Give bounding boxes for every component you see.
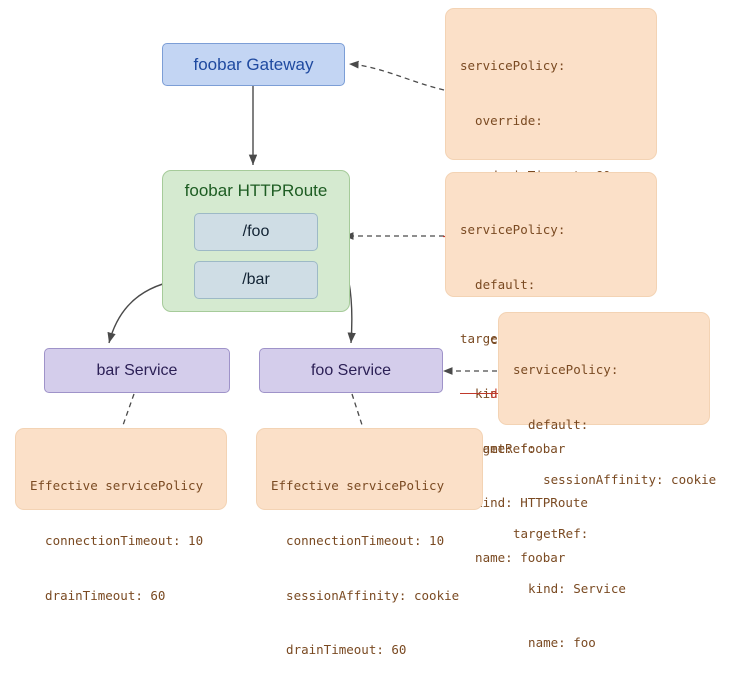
httproute-group[interactable]: foobar HTTPRoute /foo /bar (162, 170, 350, 312)
policy-line: kind: Service (513, 580, 626, 596)
effective-policy-line: connectionTimeout: 10 (30, 533, 204, 549)
policy-line: servicePolicy: (460, 58, 566, 74)
policy-box-service[interactable]: servicePolicy: default: sessionAffinity:… (498, 312, 716, 650)
diagram-canvas: foobar HTTPRoute /foo /bar foobar Gatewa… (15, 8, 716, 657)
rule-foo[interactable]: /foo (194, 213, 318, 251)
policy-line: kind: HTTPRoute (460, 495, 588, 511)
node-bar-service[interactable]: bar Service (44, 348, 230, 393)
node-bar-service-label: bar Service (96, 361, 178, 379)
policy-line: name: foo (513, 635, 596, 651)
node-gateway[interactable]: foobar Gateway (162, 43, 345, 86)
policy-box-gateway[interactable]: servicePolicy: override: drainTimeout: 6… (445, 8, 657, 456)
rule-bar[interactable]: /bar (194, 261, 318, 299)
policy-line: default: (513, 417, 589, 433)
policy-line: name: foobar (460, 550, 566, 566)
policy-line: servicePolicy: (460, 222, 566, 238)
rule-bar-label: /bar (242, 271, 270, 288)
effective-policy-line: Effective servicePolicy (271, 478, 445, 494)
policy-line: targetRef: (513, 526, 589, 542)
policy-line: sessionAffinity: cookie (513, 471, 717, 487)
rule-foo-label: /foo (242, 223, 270, 240)
edge-foo-service-to-effective (351, 393, 364, 429)
node-foo-service-label: foo Service (310, 361, 392, 379)
httproute-group-label: foobar HTTPRoute (184, 181, 328, 200)
policy-line: servicePolicy: (513, 362, 619, 378)
effective-policy-line: drainTimeout: 60 (30, 587, 166, 603)
node-gateway-label: foobar Gateway (193, 54, 314, 74)
edge-bar-service-to-effective (121, 393, 135, 429)
effective-policy-line: connectionTimeout: 10 (271, 533, 445, 549)
policy-box-httproute[interactable]: servicePolicy: default: connectionTimeou… (445, 172, 657, 565)
node-foo-service[interactable]: foo Service (259, 348, 443, 393)
edge-gateway-policy-attach (348, 60, 445, 91)
effective-policy-line: sessionAffinity: cookie (271, 587, 460, 603)
effective-policy-bar[interactable]: Effective servicePolicy connectionTimeou… (15, 428, 227, 603)
policy-line: name: foobar (460, 440, 566, 456)
effective-policy-line: drainTimeout: 60 (271, 642, 407, 658)
effective-policy-foo[interactable]: Effective servicePolicy connectionTimeou… (256, 428, 483, 657)
effective-policy-line: Effective servicePolicy (30, 478, 204, 494)
policy-line: default: (460, 277, 536, 293)
policy-line: override: (460, 113, 543, 129)
